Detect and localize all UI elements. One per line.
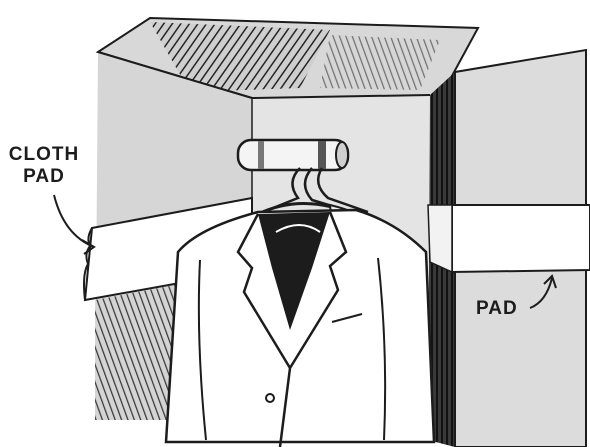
cloth-pad-label-line1: CLOTH <box>8 144 80 166</box>
cloth-pad-label: CLOTH PAD <box>8 144 80 188</box>
door-pad <box>428 205 590 272</box>
suit-jacket <box>166 210 434 447</box>
cloth-pad-arrow <box>54 195 94 254</box>
pad-label: PAD <box>476 298 518 320</box>
clothes-rod <box>238 140 348 170</box>
cloth-pad-label-line2: PAD <box>8 166 80 188</box>
